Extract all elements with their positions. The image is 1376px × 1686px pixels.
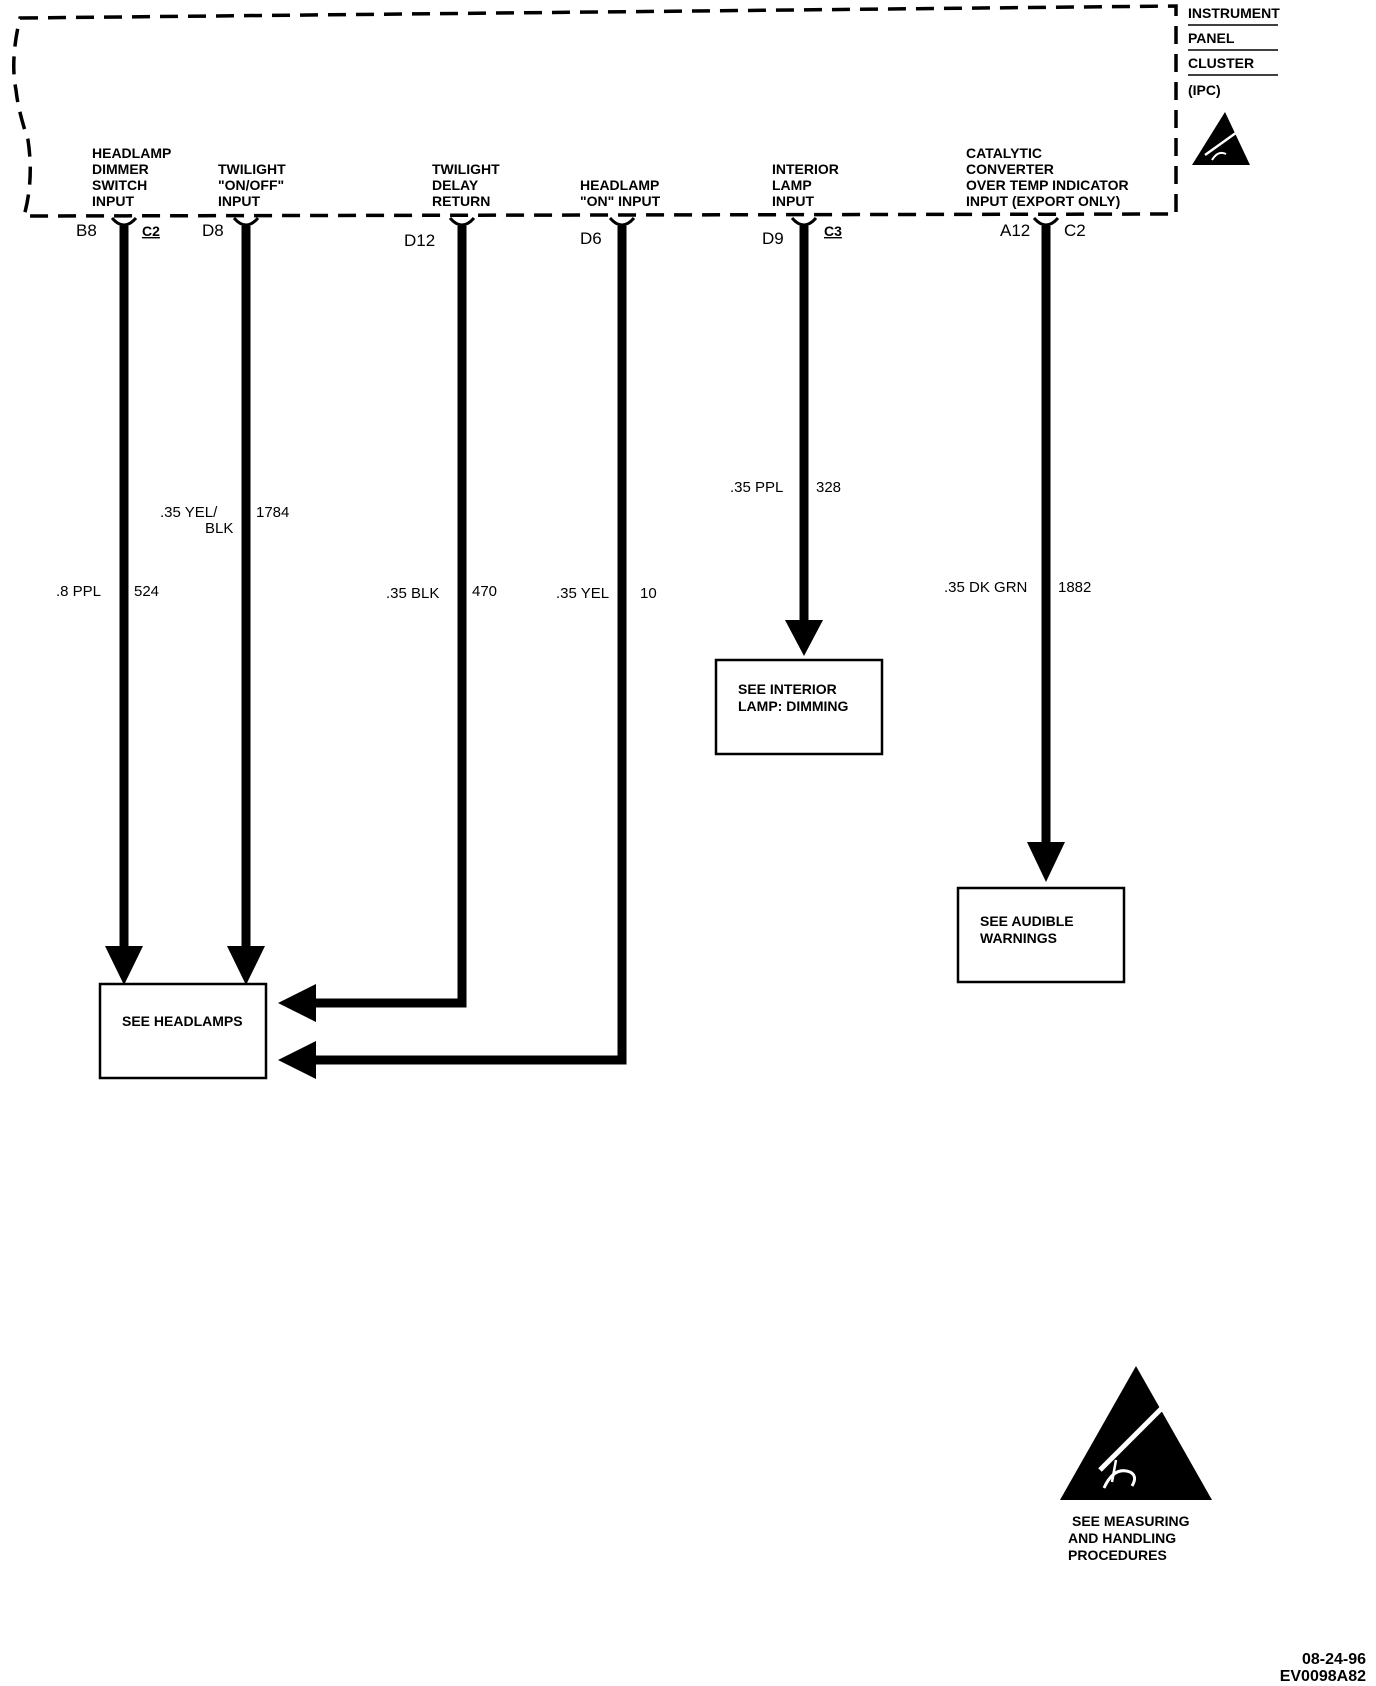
arrow-left-icon bbox=[278, 984, 316, 1022]
circuit-label-line: "ON/OFF" bbox=[218, 177, 284, 193]
circuit-interior-lamp: INTERIOR LAMP INPUT D9 C3 .35 PPL 328 bbox=[730, 161, 842, 656]
arrow-down-icon bbox=[227, 946, 265, 985]
circuit-number: 1882 bbox=[1058, 579, 1091, 596]
connector-label: C2 bbox=[142, 223, 160, 239]
arrow-down-icon bbox=[1027, 842, 1065, 882]
wire-color: .35 YEL bbox=[556, 585, 609, 602]
component-name-line: (IPC) bbox=[1188, 82, 1221, 98]
circuit-number: 470 bbox=[472, 583, 497, 600]
esd-notice-line: SEE MEASURING bbox=[1072, 1513, 1190, 1529]
reference-box-headlamps: SEE HEADLAMPS bbox=[98, 982, 268, 1080]
wire-color: .8 PPL bbox=[56, 583, 101, 600]
circuit-label-line: DIMMER bbox=[92, 161, 149, 177]
arrow-down-icon bbox=[785, 620, 823, 656]
circuit-label-line: LAMP bbox=[772, 177, 812, 193]
connector-label: C2 bbox=[1064, 221, 1086, 240]
pin-label: A12 bbox=[1000, 221, 1030, 240]
circuit-label-line: INTERIOR bbox=[772, 161, 839, 177]
circuit-twilight-delay: TWILIGHT DELAY RETURN D12 .35 BLK 470 bbox=[278, 161, 500, 1022]
reference-text: LAMP: DIMMING bbox=[738, 698, 849, 714]
circuit-label-line: HEADLAMP bbox=[92, 145, 171, 161]
circuit-label-line: SWITCH bbox=[92, 177, 147, 193]
reference-text: WARNINGS bbox=[980, 930, 1057, 946]
wire-color: .35 YEL/ bbox=[160, 504, 218, 521]
circuit-label-line: CONVERTER bbox=[966, 161, 1054, 177]
wire-color: .35 BLK bbox=[386, 585, 439, 602]
circuit-label-line: INPUT bbox=[92, 193, 134, 209]
circuit-catalytic-converter: CATALYTIC CONVERTER OVER TEMP INDICATOR … bbox=[944, 145, 1129, 882]
esd-warning-icon bbox=[1060, 1366, 1212, 1500]
terminal-symbol bbox=[608, 216, 636, 227]
esd-notice-line: AND HANDLING bbox=[1068, 1530, 1176, 1546]
stamp-code: EV0098A82 bbox=[1280, 1668, 1366, 1685]
circuit-label-line: "ON" INPUT bbox=[580, 193, 661, 209]
reference-text: SEE HEADLAMPS bbox=[122, 1013, 243, 1029]
circuit-label-line: RETURN bbox=[432, 193, 490, 209]
stamp-date: 08-24-96 bbox=[1302, 1651, 1366, 1668]
wire-color: BLK bbox=[205, 520, 233, 537]
wire-color: .35 DK GRN bbox=[944, 579, 1027, 596]
pin-label: D12 bbox=[404, 231, 435, 250]
circuit-headlamp-on: HEADLAMP "ON" INPUT D6 .35 YEL 10 bbox=[278, 177, 661, 1079]
circuit-label-line: INPUT bbox=[218, 193, 260, 209]
circuit-label-line: HEADLAMP bbox=[580, 177, 659, 193]
drawing-stamp: 08-24-96 EV0098A82 bbox=[1280, 1651, 1366, 1685]
circuit-number: 524 bbox=[134, 583, 159, 600]
reference-text: SEE INTERIOR bbox=[738, 681, 837, 697]
terminal-symbol bbox=[1032, 216, 1060, 227]
circuit-number: 1784 bbox=[256, 504, 289, 521]
reference-text: SEE AUDIBLE bbox=[980, 913, 1074, 929]
arrow-down-icon bbox=[105, 946, 143, 985]
pin-label: D9 bbox=[762, 229, 784, 248]
esd-notice: SEE MEASURING AND HANDLING PROCEDURES bbox=[1060, 1366, 1212, 1563]
circuit-label-line: OVER TEMP INDICATOR bbox=[966, 177, 1129, 193]
terminal-symbol bbox=[790, 216, 818, 227]
circuit-number: 328 bbox=[816, 479, 841, 496]
wire bbox=[316, 226, 467, 1008]
circuit-label-line: TWILIGHT bbox=[218, 161, 286, 177]
circuit-twilight-on-off: TWILIGHT "ON/OFF" INPUT D8 .35 YEL/ BLK … bbox=[160, 161, 289, 985]
circuit-label-line: INPUT (EXPORT ONLY) bbox=[966, 193, 1120, 209]
connector-label: C3 bbox=[824, 223, 842, 239]
circuit-label-line: DELAY bbox=[432, 177, 479, 193]
reference-box-audible-warnings: SEE AUDIBLE WARNINGS bbox=[956, 886, 1126, 984]
pin-label: B8 bbox=[76, 221, 97, 240]
wire bbox=[316, 226, 627, 1065]
wire-color: .35 PPL bbox=[730, 479, 783, 496]
circuit-headlamp-dimmer: HEADLAMP DIMMER SWITCH INPUT B8 C2 .8 PP… bbox=[56, 145, 171, 985]
circuit-label-line: INPUT bbox=[772, 193, 814, 209]
component-name-line: INSTRUMENT bbox=[1188, 5, 1280, 21]
ipc-component-outline bbox=[12, 4, 1178, 218]
pin-label: D8 bbox=[202, 221, 224, 240]
component-name: INSTRUMENT PANEL CLUSTER (IPC) bbox=[1188, 5, 1280, 98]
esd-warning-icon bbox=[1192, 112, 1250, 165]
circuit-label-line: CATALYTIC bbox=[966, 145, 1042, 161]
component-name-line: PANEL bbox=[1188, 30, 1235, 46]
esd-notice-line: PROCEDURES bbox=[1068, 1547, 1167, 1563]
reference-box-interior-lamp: SEE INTERIOR LAMP: DIMMING bbox=[714, 658, 884, 756]
circuit-label-line: TWILIGHT bbox=[432, 161, 500, 177]
pin-label: D6 bbox=[580, 229, 602, 248]
component-name-line: CLUSTER bbox=[1188, 55, 1254, 71]
terminal-symbol bbox=[232, 216, 260, 227]
terminal-symbol bbox=[110, 216, 138, 227]
arrow-left-icon bbox=[278, 1041, 316, 1079]
terminal-symbol bbox=[448, 216, 476, 227]
circuit-number: 10 bbox=[640, 585, 657, 602]
